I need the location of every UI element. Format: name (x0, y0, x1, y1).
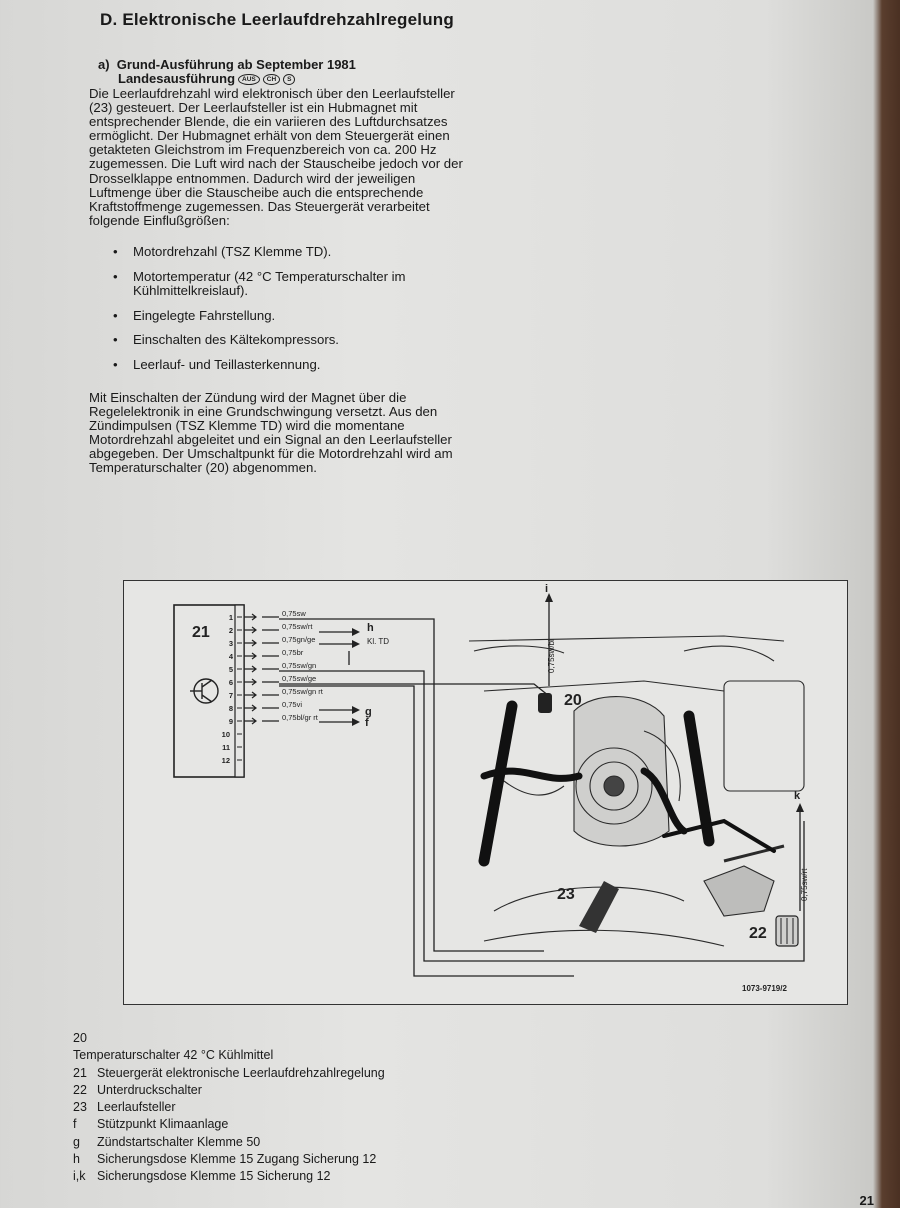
wire-label: 0,75gn/ge (282, 635, 315, 644)
legend-row: f Stützpunkt Klimaanlage (73, 1116, 385, 1133)
callout-20: 20 (564, 692, 582, 709)
legend-text: Leerlaufsteller (97, 1100, 176, 1115)
legend-row: h Sicherungsdose Klemme 15 Zugang Sicheru… (73, 1151, 385, 1168)
legend-row: g Zündstartschalter Klemme 50 (73, 1134, 385, 1151)
target-i-label: i (545, 583, 548, 595)
wire-runs (279, 596, 805, 977)
wire-stub (244, 626, 279, 634)
target-k-label: k (794, 790, 801, 802)
legend-row: i,k Sicherungsdose Klemme 15 Sicherung 12 (73, 1168, 385, 1185)
paragraph-intro: Die Leerlaufdrehzahl wird elektronisch ü… (89, 86, 463, 228)
target-g-label: g (365, 706, 372, 718)
legend-text: Unterdruckschalter (97, 1082, 202, 1097)
list-item: Motortemperatur (42 °C Temperaturschalte… (113, 269, 473, 299)
legend-text: Steuergerät elektronische Leerlaufdrehza… (97, 1065, 385, 1080)
vertical-wire-label-k: 0,75sw/rt (800, 868, 809, 901)
wire-stub (244, 678, 279, 686)
legend-row: 23 Leerlaufsteller (73, 1099, 385, 1116)
wire-label: 0,75bl/gr rt (282, 713, 319, 722)
pin-number: 8 (229, 704, 233, 713)
legend-key: f (73, 1117, 77, 1132)
wire-label: 0,75sw/rt (282, 622, 313, 631)
transistor-icon (190, 678, 219, 704)
wire-label: 0,75sw/gn rt (282, 687, 324, 696)
wire-stub (244, 691, 279, 699)
legend-text: Zündstartschalter Klemme 50 (97, 1134, 261, 1149)
list-item: Einschalten des Kältekompressors. (113, 333, 473, 348)
section-title: D. Elektronische Leerlaufdrehzahlregelun… (100, 10, 454, 29)
legend-key: 22 (73, 1082, 87, 1097)
wire-labels: 0,75sw 0,75sw/rt 0,75gn/ge 0,75br 0,75sw/gn 0… (244, 609, 324, 725)
paragraph-function: Mit Einschalten der Zündung wird der Mag… (89, 390, 453, 476)
legend-key: h (73, 1152, 80, 1167)
wire-stub (244, 652, 279, 660)
pin-number: 7 (229, 691, 233, 700)
legend-row: Temperaturschalter 42 °C Kühlmittel (73, 1047, 385, 1064)
pin-number: 9 (229, 717, 233, 726)
vertical-wire-label-i: 0,75sw/bl (547, 639, 556, 673)
pin-number: 6 (229, 678, 233, 687)
pin-number: 1 (229, 613, 233, 622)
wire-label: 0,75sw (282, 609, 306, 618)
engine-illustration (468, 635, 805, 947)
legend-text: Sicherungsdose Klemme 15 Sicherung 12 (97, 1169, 331, 1184)
page-number: 21 (859, 1193, 874, 1208)
callout-22: 22 (749, 925, 767, 942)
document-page: D. Elektronische Leerlaufdrehzahlregelun… (0, 0, 878, 1200)
wire-stub (244, 613, 279, 621)
hose-illustration (478, 700, 776, 867)
legend-text: Stützpunkt Klimaanlage (97, 1117, 229, 1132)
wire-stub (244, 717, 279, 725)
subsection-heading: a) Grund-Ausführung ab September 1981 La… (98, 58, 356, 86)
pin-number: 10 (222, 730, 230, 739)
wire-stub (244, 665, 279, 673)
legend-text: Temperaturschalter 42 °C Kühlmittel (73, 1048, 274, 1063)
influence-list: Motordrehzahl (TSZ Klemme TD). Motortemp… (113, 244, 473, 383)
list-item: Leerlauf- und Teillasterkennung. (113, 357, 473, 373)
target-h-label: h (367, 622, 374, 634)
legend-row: 21 Steuergerät elektronische Leerlaufdreh… (73, 1065, 385, 1082)
country-badge-ch: CH (262, 73, 281, 85)
wire-stub (244, 704, 279, 712)
wire-label: 0,75br (282, 648, 304, 657)
connector-strip (234, 604, 245, 778)
list-item: Motordrehzahl (TSZ Klemme TD). (113, 244, 473, 260)
pin-number: 4 (229, 652, 234, 661)
wire-label: 0,75vi (282, 700, 302, 709)
country-variant-label: Landesausführung (118, 71, 236, 86)
pin-number: 11 (222, 743, 230, 752)
arrow-heads (352, 593, 804, 812)
subsection-title: Grund-Ausführung ab September 1981 (116, 57, 356, 72)
temperature-switch-component: 20 (538, 692, 582, 713)
wire-label: 0,75sw/ge (282, 674, 316, 683)
country-badge-aus: AUS (238, 73, 260, 85)
target-td-label: Kl. TD (367, 637, 389, 646)
wire-label: 0,75sw/gn (282, 661, 316, 670)
figure-code: 1073-9719/2 (742, 984, 787, 993)
legend-key: 21 (73, 1065, 87, 1080)
wire-stub (244, 639, 279, 647)
pin-number: 12 (222, 756, 230, 765)
legend-lead-number: 20 (73, 1031, 87, 1045)
control-unit-number: 21 (192, 624, 210, 641)
legend-key: i,k (73, 1169, 86, 1184)
pin-number: 5 (229, 665, 233, 674)
pin-number: 3 (229, 639, 233, 648)
target-f-label: f (365, 717, 369, 729)
legend-key: 23 (73, 1100, 87, 1115)
callout-23: 23 (557, 886, 575, 903)
legend-text: Sicherungsdose Klemme 15 Zugang Sicherun… (97, 1152, 377, 1167)
country-badge-s: S (283, 73, 296, 85)
list-item: Eingelegte Fahrstellung. (113, 308, 473, 324)
legend-key: g (73, 1134, 80, 1149)
vacuum-switch-component: 22 (749, 915, 799, 947)
pin-number: 2 (229, 626, 233, 635)
idle-actuator-component: 23 (557, 881, 619, 933)
subsection-label: a) (98, 57, 110, 72)
legend-row: 22 Unterdruckschalter (73, 1082, 385, 1099)
figure-legend: 20 Temperaturschalter 42 °C Kühlmittel 2… (73, 1030, 385, 1186)
